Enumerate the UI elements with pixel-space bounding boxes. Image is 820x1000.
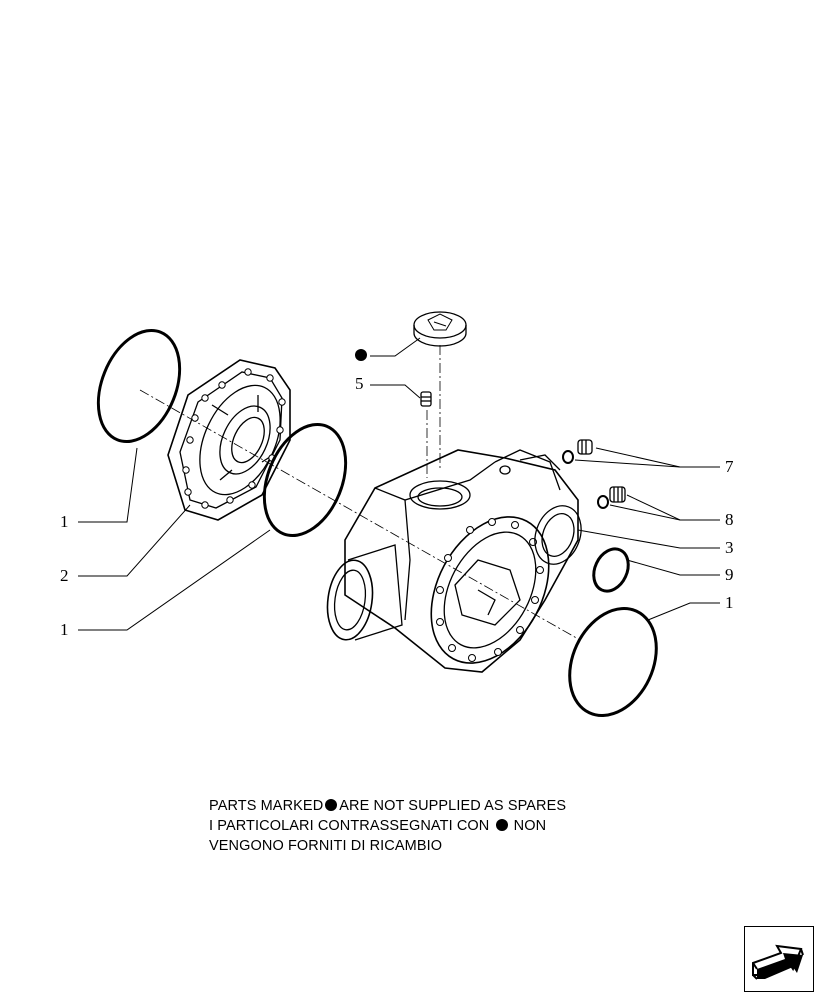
cover-plate <box>167 359 291 521</box>
callout-1-bottom-right: 1 <box>725 593 734 612</box>
callout-1-middle: 1 <box>60 620 69 639</box>
main-housing <box>326 449 582 673</box>
o-ring-middle <box>262 422 348 538</box>
callout-5: 5 <box>355 374 364 393</box>
o-ring-bottom-right <box>568 607 658 717</box>
callout-3: 3 <box>725 538 734 557</box>
callout-2: 2 <box>60 566 69 585</box>
next-page-button[interactable] <box>744 926 814 992</box>
plug-small <box>420 391 432 407</box>
plug-8 <box>597 486 626 509</box>
cover-cap <box>413 311 467 347</box>
filled-dot-icon <box>495 819 508 831</box>
callout-9: 9 <box>725 565 734 584</box>
plug-7 <box>562 439 593 464</box>
note-line-3: VENGONO FORNITI DI RICAMBIO <box>209 838 443 854</box>
spare-marker-dot <box>355 349 367 361</box>
next-page-arrow-icon <box>752 944 804 980</box>
leader-lines <box>78 337 720 631</box>
callout-7: 7 <box>725 457 734 476</box>
filled-dot-icon <box>325 799 338 811</box>
o-ring-top-left <box>96 328 182 444</box>
callout-1-top-left: 1 <box>60 512 69 531</box>
o-ring-small <box>592 547 630 593</box>
note-line-2: I PARTICOLARI CONTRASSEGNATI CON NON <box>209 818 547 834</box>
callout-8: 8 <box>725 510 734 529</box>
